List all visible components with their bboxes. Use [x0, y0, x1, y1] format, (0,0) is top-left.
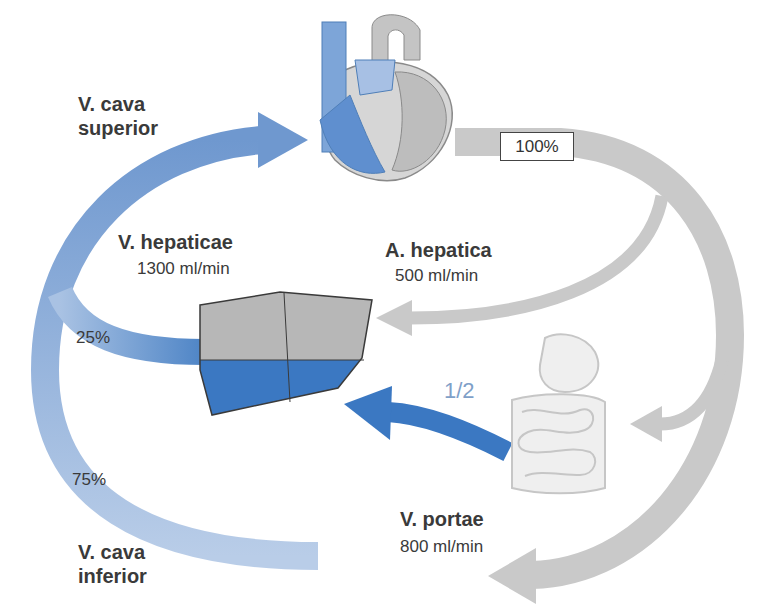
liver-illustration [190, 285, 380, 430]
percentage: 75% [72, 470, 142, 490]
percentage: 25% [76, 328, 146, 348]
vessel-name: V. cava superior [78, 92, 178, 140]
vessel-name: A. hepatica [385, 238, 545, 262]
vessel-name: V. hepaticae [118, 230, 278, 254]
arrow-head [376, 300, 412, 336]
portal-vein-arrow [388, 412, 508, 452]
intestine-illustration [512, 334, 605, 493]
flow-rate: 1300 ml/min [137, 259, 277, 279]
arrow-head [630, 406, 662, 442]
vessel-name: V. portae [400, 507, 560, 531]
arterial-arc [455, 142, 730, 575]
percentage-box: 100% [500, 132, 574, 161]
heart-illustration [320, 15, 452, 181]
flow-rate: 800 ml/min [400, 537, 540, 557]
intestinal-branch [660, 360, 722, 424]
arrow-head [258, 112, 308, 168]
box-text: 100% [515, 137, 558, 157]
arrow-head [344, 386, 392, 440]
hepatic-vein-band [60, 292, 205, 352]
arrow-head [488, 548, 536, 604]
fraction: 1/2 [444, 378, 504, 404]
flow-rate: 500 ml/min [395, 266, 535, 286]
vessel-name: V. cava inferior [78, 540, 178, 588]
